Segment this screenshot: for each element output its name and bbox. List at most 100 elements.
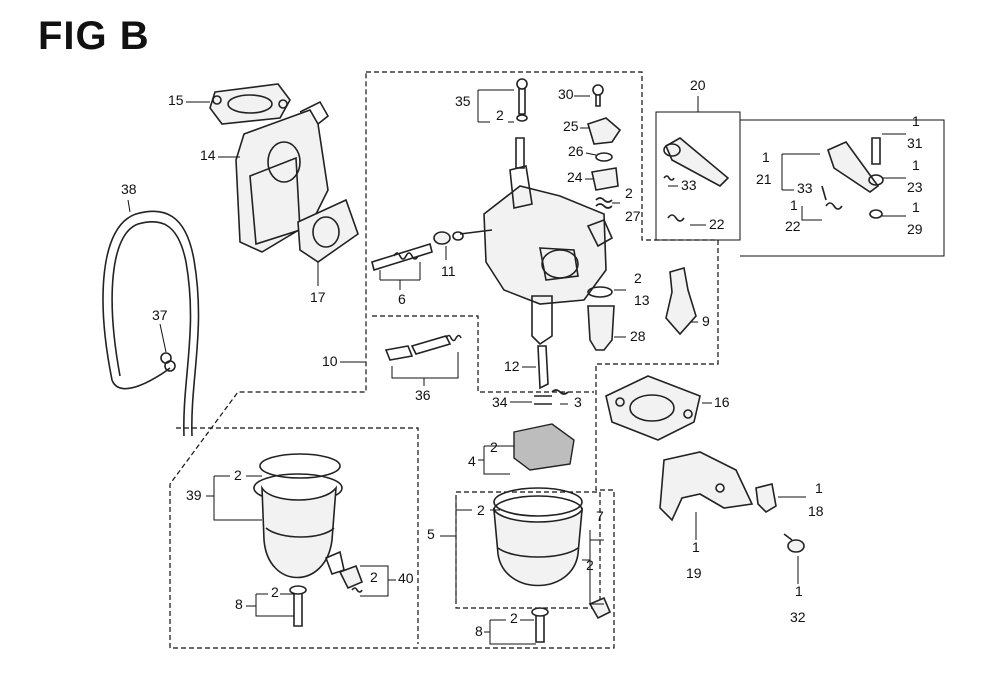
- callout-c8r: 8: [475, 623, 483, 639]
- callout-c4q: 2: [490, 439, 498, 455]
- callout-c12: 12: [504, 358, 520, 374]
- callout-c15: 15: [168, 92, 184, 108]
- callout-c8rq: 2: [510, 610, 518, 626]
- callout-c3: 3: [574, 394, 582, 410]
- callout-c29: 29: [907, 221, 923, 237]
- callout-c39q: 2: [234, 467, 242, 483]
- callout-c36: 36: [415, 387, 431, 403]
- callout-c21q: 1: [762, 149, 770, 165]
- callout-c23: 23: [907, 179, 923, 195]
- callout-c11: 11: [441, 263, 456, 279]
- jet-36: [384, 334, 462, 361]
- callout-c32: 32: [790, 609, 806, 625]
- bolt-8-right: [531, 607, 549, 643]
- callout-c18: 18: [808, 503, 824, 519]
- carburetor-body: [459, 137, 614, 346]
- lever-21: [821, 137, 884, 219]
- ring-13: [587, 286, 613, 298]
- callout-c20: 20: [690, 77, 706, 93]
- callout-c6: 6: [398, 291, 406, 307]
- plug-11: [433, 231, 464, 245]
- clip-18: [755, 483, 777, 514]
- callout-c10: 10: [322, 353, 338, 369]
- callout-c4: 4: [468, 453, 476, 469]
- callout-c17: 17: [310, 289, 326, 305]
- lever-9: [665, 266, 697, 336]
- callout-c8lq: 2: [271, 584, 279, 600]
- callout-c27: 27: [625, 208, 641, 224]
- valve-24: [591, 167, 619, 191]
- gasket-16: [605, 375, 701, 441]
- screw-40: [338, 564, 364, 593]
- figure-title: FIG B: [38, 14, 150, 58]
- fuel-tube-38-inner: [111, 221, 192, 437]
- callout-c31q: 1: [912, 113, 920, 129]
- float-chamber-28: [587, 305, 615, 351]
- callout-c5q: 2: [477, 502, 485, 518]
- main-assembly-outline: [169, 71, 719, 649]
- callout-c9: 9: [702, 313, 710, 329]
- callout-c18q: 1: [815, 480, 823, 496]
- callout-c19q: 1: [692, 539, 700, 555]
- leader-lines: [127, 89, 906, 645]
- gasket-15: [209, 83, 291, 125]
- callout-c33a: 33: [681, 177, 697, 193]
- callout-c30: 30: [558, 86, 574, 102]
- callout-c8l: 8: [235, 596, 243, 612]
- drain-screw-7: [588, 596, 612, 620]
- float-4: [513, 423, 575, 471]
- callout-c38: 38: [121, 181, 137, 197]
- callout-c35q: 2: [496, 107, 504, 123]
- callout-c14: 14: [200, 147, 216, 163]
- screw-35: [516, 78, 528, 122]
- bolt-8-left: [289, 585, 307, 627]
- needle-12: [537, 345, 549, 390]
- spring-27: [595, 197, 613, 209]
- callout-c32q: 1: [795, 583, 803, 599]
- callout-c22a: 22: [709, 216, 725, 232]
- float-bowl-5: [492, 487, 584, 587]
- cap-25: [587, 117, 622, 145]
- callout-c7q: 2: [586, 557, 594, 573]
- bolt-32: [783, 533, 805, 553]
- callout-c26: 26: [568, 143, 584, 159]
- callout-c28: 28: [630, 328, 646, 344]
- callout-c25: 25: [563, 118, 579, 134]
- lever-20: [663, 137, 730, 222]
- callout-c13: 13: [634, 292, 650, 308]
- washer-34: [534, 395, 552, 405]
- screw-30: [592, 84, 604, 107]
- callout-c35: 35: [455, 93, 471, 109]
- callout-c22b: 22: [785, 218, 801, 234]
- callout-c39: 39: [186, 487, 202, 503]
- fuel-tube-38: [102, 210, 200, 437]
- bowl-left-outline: [176, 427, 419, 644]
- callout-c24: 24: [567, 169, 583, 185]
- callout-c37: 37: [152, 307, 168, 323]
- ring-3: [551, 389, 569, 395]
- lever-box-20-outline: [655, 111, 741, 241]
- callout-c7: 7: [596, 508, 604, 524]
- callout-c16: 16: [714, 394, 730, 410]
- lever-box-21-outline: [740, 119, 945, 257]
- callout-c22q: 1: [790, 197, 798, 213]
- float-bowl-39: [253, 453, 345, 579]
- gasket-17: [297, 198, 359, 263]
- callout-c33b: 33: [797, 180, 813, 196]
- callout-c40: 40: [398, 570, 414, 586]
- callout-c5: 5: [427, 526, 435, 542]
- callout-c29q: 1: [912, 199, 920, 215]
- callout-c34: 34: [492, 394, 508, 410]
- clip-37: [160, 352, 176, 372]
- callout-c23q: 1: [912, 157, 920, 173]
- pilot-screw-6: [371, 242, 433, 272]
- inner-assembly-outline: [372, 315, 594, 393]
- callout-c31: 31: [907, 135, 923, 151]
- callout-c13q: 2: [634, 270, 642, 286]
- bracket-19: [659, 451, 754, 522]
- ring-26: [595, 152, 613, 162]
- callout-c40q: 2: [370, 569, 378, 585]
- callout-c21: 21: [756, 171, 772, 187]
